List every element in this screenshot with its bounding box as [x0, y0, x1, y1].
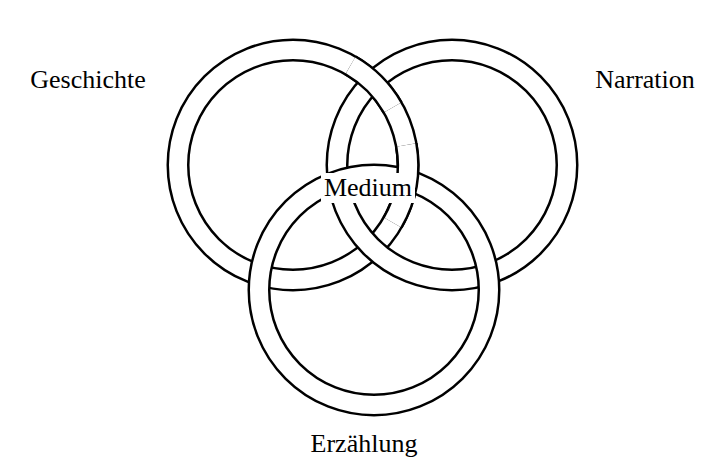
- ring-overlap: [351, 65, 393, 107]
- ring-label: Narration: [592, 65, 698, 95]
- ring-overlap: [351, 65, 393, 107]
- ring-outline: [259, 175, 489, 405]
- ring-label: Erzählung: [308, 429, 421, 459]
- ring-label: Geschichte: [27, 65, 149, 95]
- ring-band: [259, 175, 489, 405]
- center-label: Medium: [321, 173, 415, 203]
